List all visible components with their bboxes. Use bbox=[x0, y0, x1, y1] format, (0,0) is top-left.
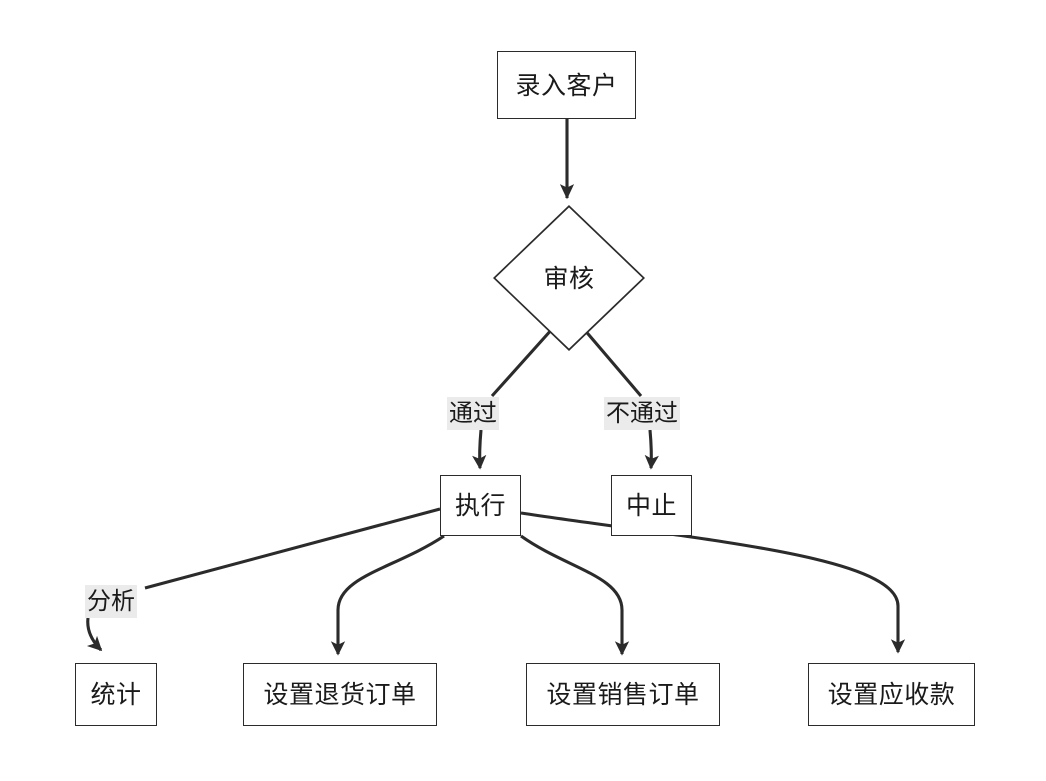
edge-label-pass: 通过 bbox=[447, 397, 499, 430]
edge-execute-to-receivable bbox=[520, 511, 906, 654]
edge-label-analysis: 分析 bbox=[85, 585, 137, 618]
node-abort-label: 中止 bbox=[625, 491, 677, 520]
edge-label-fail: 不通过 bbox=[604, 397, 680, 430]
edge-execute-to-return-order bbox=[330, 534, 445, 656]
node-review-label: 审核 bbox=[543, 263, 595, 293]
node-set-return-order-label: 设置退货订单 bbox=[263, 680, 417, 709]
edge-execute-to-sales-order bbox=[520, 534, 630, 656]
node-enter-customer[interactable]: 录入客户 bbox=[497, 51, 636, 119]
node-abort[interactable]: 中止 bbox=[611, 475, 692, 536]
node-set-return-order[interactable]: 设置退货订单 bbox=[243, 663, 437, 726]
node-execute-label: 执行 bbox=[454, 491, 506, 520]
edge-review-to-execute-lower bbox=[472, 429, 487, 470]
node-statistics[interactable]: 统计 bbox=[75, 663, 157, 726]
node-enter-customer-label: 录入客户 bbox=[515, 70, 618, 100]
node-execute[interactable]: 执行 bbox=[440, 475, 521, 536]
diamond-shape bbox=[493, 205, 645, 351]
node-set-sales-order-label: 设置销售订单 bbox=[546, 680, 700, 709]
node-statistics-label: 统计 bbox=[90, 680, 142, 709]
edge-review-to-abort-upper bbox=[581, 326, 643, 398]
edge-execute-to-statistics-upper bbox=[144, 507, 441, 590]
node-review[interactable]: 审核 bbox=[493, 205, 645, 351]
edge-execute-to-statistics-lower bbox=[86, 617, 103, 652]
node-set-sales-order[interactable]: 设置销售订单 bbox=[526, 663, 720, 726]
node-set-receivable-label: 设置应收款 bbox=[827, 680, 956, 709]
edge-review-to-abort-lower bbox=[644, 429, 659, 470]
node-set-receivable[interactable]: 设置应收款 bbox=[808, 663, 975, 726]
edge-review-to-execute-upper bbox=[490, 326, 555, 398]
